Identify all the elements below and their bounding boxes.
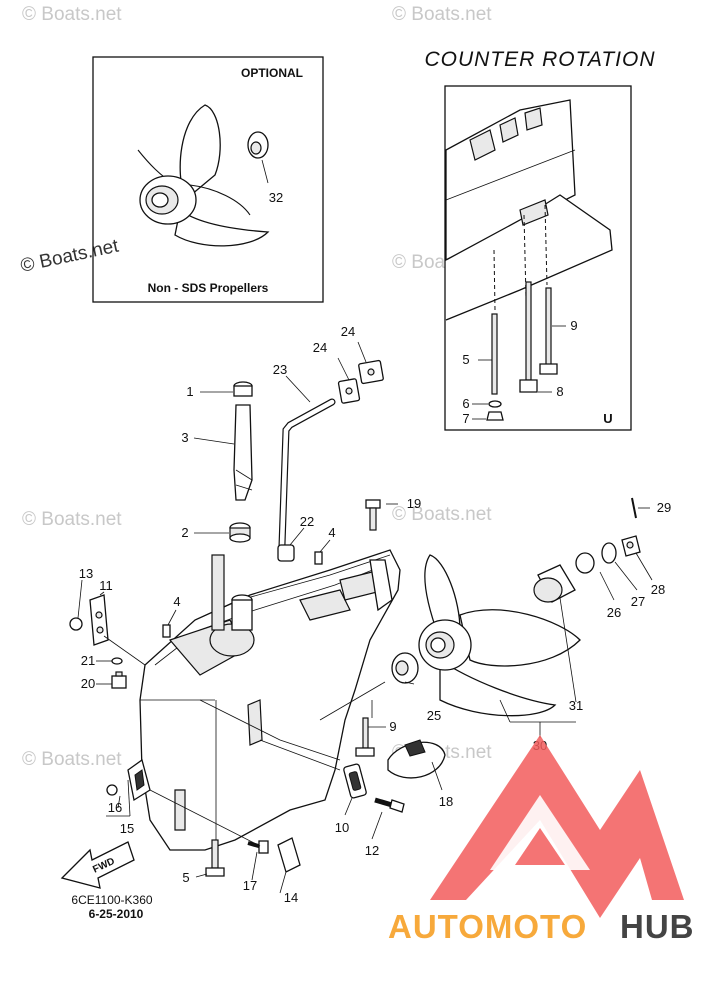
part-17-bolt <box>247 840 269 854</box>
callout-13: 13 <box>79 566 93 581</box>
part-20-plug <box>111 671 127 689</box>
main-parts <box>69 359 641 877</box>
box-callout-8: 8 <box>556 384 563 399</box>
part-27-washer <box>601 542 617 564</box>
optional-caption: Non - SDS Propellers <box>148 281 269 295</box>
callout-20: 20 <box>81 676 95 691</box>
part-29-cotter-pin <box>631 497 637 519</box>
callout-16: 16 <box>108 800 122 815</box>
counter-rotation-box: 9 5 8 6 7 U <box>444 85 632 431</box>
box-callout-9: 9 <box>570 318 577 333</box>
part-10-anode <box>343 763 367 799</box>
callout-3: 3 <box>181 430 188 445</box>
box-callout-5: 5 <box>462 352 469 367</box>
callout-4b: 4 <box>173 594 180 609</box>
watermark-top-right: © Boats.net <box>392 4 492 25</box>
counter-rotation-title: COUNTER ROTATION <box>424 48 655 71</box>
watermark-top-left: © Boats.net <box>22 4 122 25</box>
part-9-bolt <box>355 717 375 757</box>
callout-22: 22 <box>300 514 314 529</box>
part-21-washer <box>111 657 123 665</box>
callout-5: 5 <box>182 870 189 885</box>
part-32-spline-washer <box>247 131 269 159</box>
part-24-pads <box>337 359 384 404</box>
fwd-arrow: FWD <box>60 841 135 889</box>
part-5-bolt <box>205 839 225 877</box>
part-16-nut <box>106 784 118 796</box>
brand-part1: AUTOMOTO <box>388 908 587 945</box>
part-3-tube <box>233 404 253 501</box>
callout-10: 10 <box>335 820 349 835</box>
part-30-propeller <box>418 554 581 717</box>
stud-bolts-drawing <box>486 281 558 421</box>
callout-27: 27 <box>631 594 645 609</box>
callout-32: 32 <box>269 190 283 205</box>
callout-24a: 24 <box>313 340 327 355</box>
callout-1: 1 <box>186 384 193 399</box>
part-22-grommet <box>277 544 295 562</box>
callout-9: 9 <box>389 719 396 734</box>
part-18-trim-tab-anode <box>387 739 446 779</box>
part-12-bolt <box>374 797 405 813</box>
part-19-bolt <box>365 499 381 531</box>
box-callout-7: 7 <box>462 411 469 426</box>
automotohub-logo: AUTOMOTO HUB <box>388 735 695 945</box>
part-25-bushing <box>391 652 419 684</box>
lower-casing-drawing <box>139 549 401 851</box>
callout-25: 25 <box>427 708 441 723</box>
callout-26: 26 <box>607 605 621 620</box>
part-28-nut <box>621 535 641 557</box>
callout-24b: 24 <box>341 324 355 339</box>
watermark-left-mid: © Boats.net <box>22 509 122 530</box>
brand-part2: HUB <box>620 908 695 945</box>
optional-title: OPTIONAL <box>241 66 303 80</box>
callout-4a: 4 <box>328 525 335 540</box>
optional-box: OPTIONAL 32 Non - SDS Propellers <box>92 56 324 303</box>
callout-28: 28 <box>651 582 665 597</box>
callout-12: 12 <box>365 843 379 858</box>
corner-letter: U <box>603 411 612 426</box>
watermark-left-low: © Boats.net <box>22 749 122 770</box>
small-propeller-drawing <box>137 104 270 247</box>
part-2-grommet <box>229 522 251 543</box>
callout-11: 11 <box>99 578 113 593</box>
callout-23: 23 <box>273 362 287 377</box>
part-1-cap <box>233 381 253 397</box>
part-4-dowel-a <box>314 551 323 565</box>
callout-17: 17 <box>243 878 257 893</box>
counter-rotation-frame <box>444 85 632 431</box>
watermark-right-mid: © Boats.net <box>392 504 492 525</box>
callout-31: 31 <box>569 698 583 713</box>
leader-lines <box>77 341 653 894</box>
callout-2: 2 <box>181 525 188 540</box>
housing-detail-drawing <box>445 99 613 321</box>
watermark-optional-box: © Boats.net <box>19 236 121 277</box>
optional-box-frame <box>92 56 324 303</box>
part-4-dowel-b <box>162 624 171 638</box>
callout-29: 29 <box>657 500 671 515</box>
box-callout-6: 6 <box>462 396 469 411</box>
callout-19: 19 <box>407 496 421 511</box>
callout-18: 18 <box>439 794 453 809</box>
callout-14: 14 <box>284 890 298 905</box>
callout-15: 15 <box>120 821 134 836</box>
part-26-spline-gear <box>533 552 595 603</box>
part-15-bracket <box>127 758 151 802</box>
diagram-code: 6CE1100-K360 <box>71 893 152 907</box>
part-14-cover <box>277 837 301 873</box>
part-11-bracket <box>89 594 109 646</box>
part-13-nut <box>69 617 83 631</box>
callout-21: 21 <box>81 653 95 668</box>
diagram-date: 6-25-2010 <box>89 907 144 921</box>
